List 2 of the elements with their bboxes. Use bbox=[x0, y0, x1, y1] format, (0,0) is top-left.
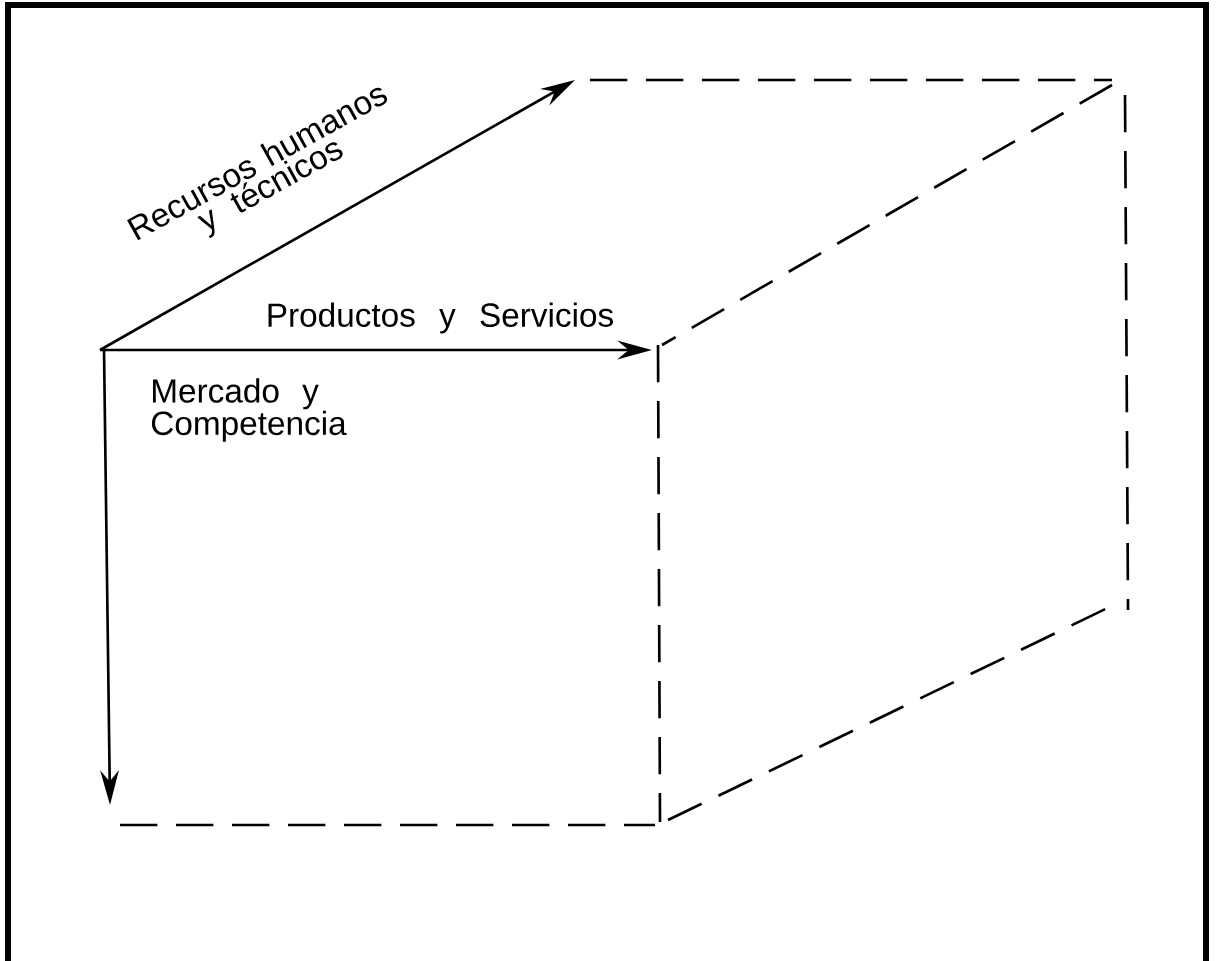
axis-label: Mercado y Competencia bbox=[151, 378, 347, 442]
axis-label: Productos y Servicios bbox=[268, 302, 613, 334]
